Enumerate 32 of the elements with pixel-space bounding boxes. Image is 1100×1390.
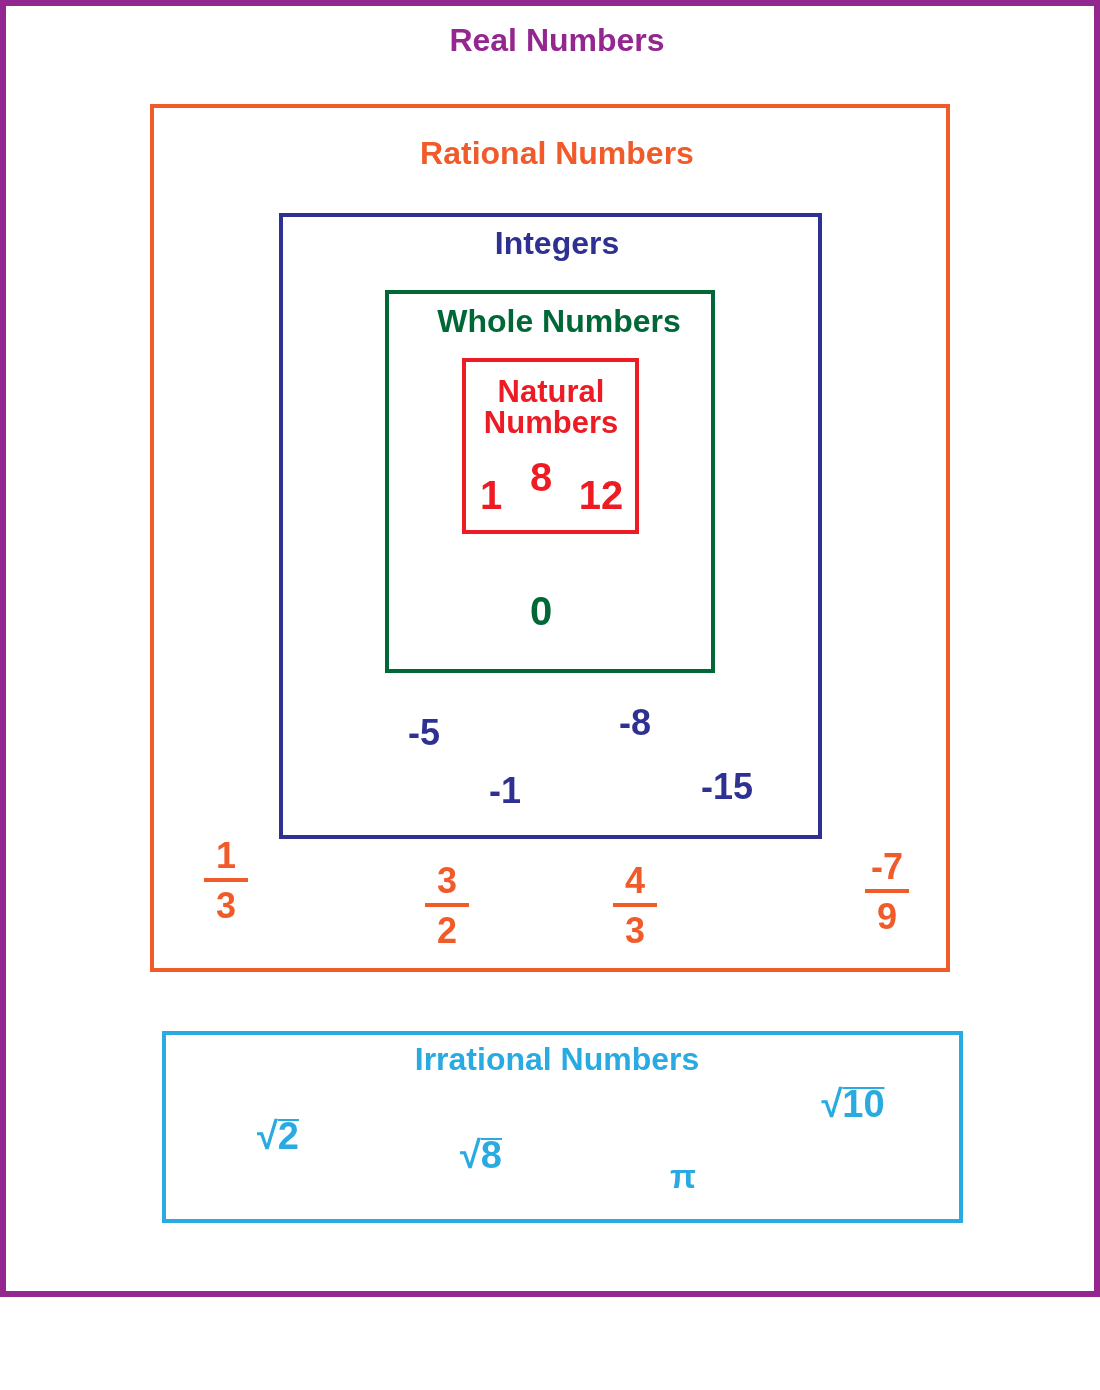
set-title: Real Numbers	[449, 24, 665, 56]
number-label: 12	[578, 475, 624, 515]
number-label: -15	[701, 769, 753, 805]
fraction-numerator: 4	[625, 863, 645, 899]
fraction-denominator: 3	[625, 913, 645, 949]
number-label: 8	[529, 457, 553, 497]
set-box	[462, 358, 639, 534]
set-title: Natural Numbers	[482, 376, 620, 438]
fraction-denominator: 3	[216, 888, 236, 924]
set-title: Integers	[494, 227, 620, 259]
number-label: 1	[479, 475, 503, 515]
square-root-label: √8	[460, 1136, 502, 1174]
fraction-numerator: 3	[437, 863, 457, 899]
fraction-numerator: -7	[871, 849, 903, 885]
set-title: Whole Numbers	[437, 305, 681, 337]
set-title: Rational Numbers	[420, 137, 694, 169]
fraction-numerator: 1	[216, 838, 236, 874]
number-label: -5	[408, 715, 440, 751]
set-box	[279, 213, 822, 839]
number-label: π	[670, 1159, 696, 1193]
set-box	[385, 290, 715, 673]
fraction-denominator: 9	[877, 899, 897, 935]
number-label: -1	[489, 773, 521, 809]
number-label: -8	[619, 705, 651, 741]
set-frame	[0, 0, 1100, 1297]
set-title: Irrational Numbers	[414, 1043, 700, 1075]
fraction-denominator: 2	[437, 913, 457, 949]
set-box	[150, 104, 950, 972]
number-label: 0	[529, 591, 553, 631]
set-box	[162, 1031, 963, 1223]
square-root-label: √2	[257, 1117, 299, 1155]
square-root-label: √10	[821, 1085, 885, 1123]
